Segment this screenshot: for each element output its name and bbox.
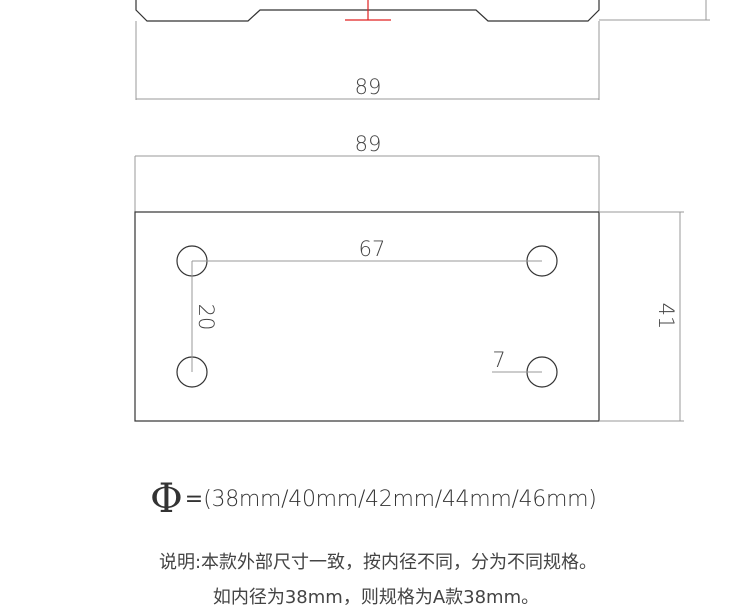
phi-symbol: Φ <box>150 476 183 522</box>
plate-outline <box>134 211 600 422</box>
hole-diameter-label: 7 <box>492 348 505 372</box>
plate-width-label: 89 <box>355 132 382 156</box>
note-line-2: 如内径为38mm，则规格为A款38mm。 <box>212 587 540 608</box>
formula-values: (38mm/40mm/42mm/44mm/46mm) <box>203 486 597 512</box>
plate-height-label: 41 <box>654 303 678 330</box>
note-line-1: 说明:本款外部尺寸一致，按内径不同，分为不同规格。 <box>158 552 598 573</box>
hole-vertical-spacing-label: 20 <box>194 304 218 331</box>
top-profile-view: 89 <box>135 0 710 100</box>
diameter-formula: Φ = (38mm/40mm/42mm/44mm/46mm) <box>150 477 597 521</box>
hole-horizontal-spacing-label: 67 <box>359 237 386 261</box>
formula-equals: = <box>184 486 204 512</box>
top-width-label: 89 <box>355 75 382 99</box>
plate-view: 89 41 67 20 7 <box>134 132 684 422</box>
